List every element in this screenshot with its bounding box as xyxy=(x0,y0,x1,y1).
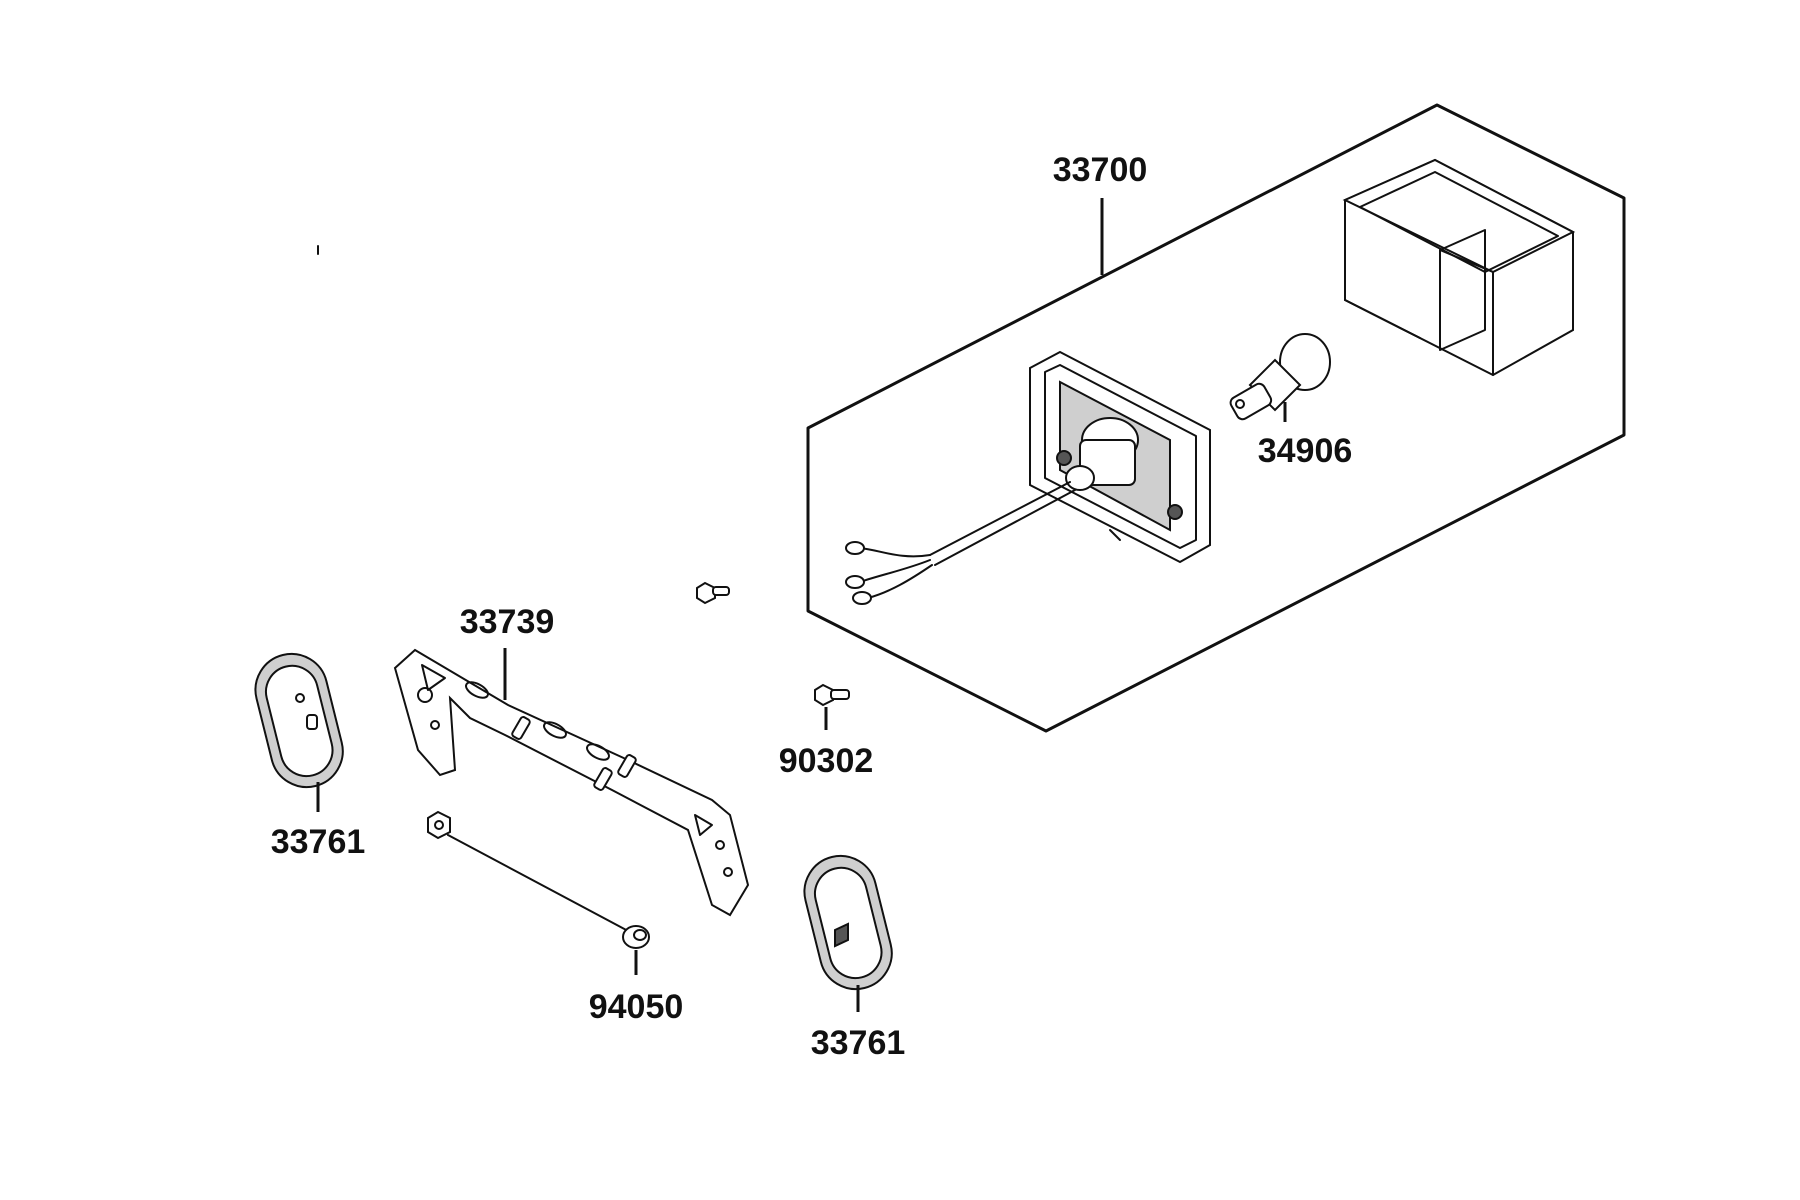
reflector-left xyxy=(254,652,344,812)
bracket xyxy=(393,648,750,917)
assembly-group-box xyxy=(806,103,1626,733)
nut-assembly xyxy=(427,810,650,975)
lamp-housing xyxy=(1029,350,1211,564)
label-33700[interactable]: 33700 xyxy=(1053,151,1148,189)
screw-upper xyxy=(696,581,730,605)
label-34906[interactable]: 34906 xyxy=(1258,432,1353,470)
bulb xyxy=(1229,333,1331,422)
reflector-right xyxy=(803,854,893,1012)
label-33739[interactable]: 33739 xyxy=(460,603,555,641)
label-90302[interactable]: 90302 xyxy=(779,742,874,780)
label-33761-left[interactable]: 33761 xyxy=(271,823,366,861)
label-33761-right[interactable]: 33761 xyxy=(811,1024,906,1062)
label-94050[interactable]: 94050 xyxy=(589,988,684,1026)
screw-lower xyxy=(814,683,850,730)
label-33700-group[interactable]: 33700 xyxy=(1053,151,1148,275)
lens-cover xyxy=(1342,158,1576,377)
wiring-harness xyxy=(845,481,1076,605)
